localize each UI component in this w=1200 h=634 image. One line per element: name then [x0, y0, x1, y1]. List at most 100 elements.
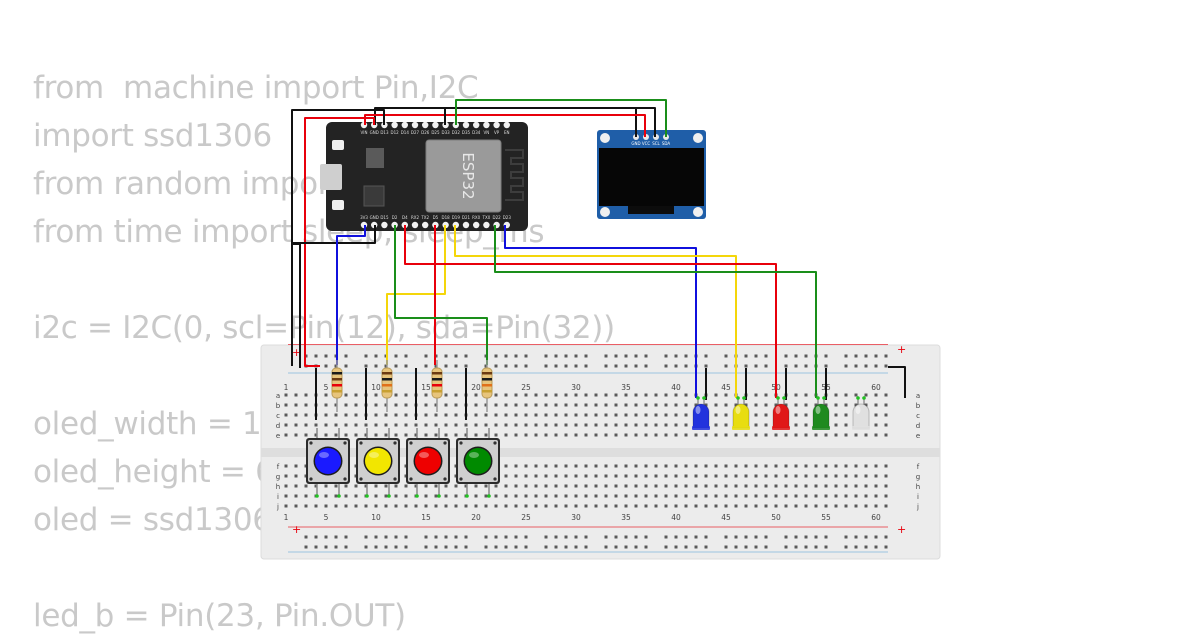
- breadboard-hole[interactable]: [654, 474, 658, 478]
- breadboard-hole[interactable]: [334, 504, 338, 508]
- breadboard-hole[interactable]: [564, 464, 568, 468]
- breadboard-hole[interactable]: [614, 413, 618, 417]
- rail-hole[interactable]: [784, 535, 788, 539]
- breadboard-hole[interactable]: [454, 403, 458, 407]
- breadboard-hole[interactable]: [574, 504, 578, 508]
- breadboard-hole[interactable]: [294, 393, 298, 397]
- breadboard-hole[interactable]: [424, 504, 428, 508]
- breadboard-hole[interactable]: [294, 474, 298, 478]
- breadboard-hole[interactable]: [344, 504, 348, 508]
- breadboard-hole[interactable]: [554, 413, 558, 417]
- rail-hole[interactable]: [364, 545, 368, 549]
- breadboard-hole[interactable]: [884, 494, 888, 498]
- breadboard-hole[interactable]: [614, 403, 618, 407]
- breadboard-hole[interactable]: [544, 403, 548, 407]
- breadboard-hole[interactable]: [414, 433, 418, 437]
- breadboard-hole[interactable]: [664, 464, 668, 468]
- breadboard-hole[interactable]: [394, 494, 398, 498]
- breadboard-hole[interactable]: [744, 494, 748, 498]
- breadboard-hole[interactable]: [514, 393, 518, 397]
- rail-hole[interactable]: [494, 354, 498, 358]
- breadboard-hole[interactable]: [354, 433, 358, 437]
- push-button[interactable]: [456, 428, 500, 498]
- rail-hole[interactable]: [644, 364, 648, 368]
- rail-hole[interactable]: [454, 354, 458, 358]
- breadboard-hole[interactable]: [604, 494, 608, 498]
- breadboard-hole[interactable]: [714, 393, 718, 397]
- breadboard-hole[interactable]: [854, 484, 858, 488]
- esp32-pin[interactable]: [411, 121, 419, 129]
- breadboard-hole[interactable]: [404, 504, 408, 508]
- breadboard-hole[interactable]: [884, 413, 888, 417]
- breadboard-hole[interactable]: [444, 494, 448, 498]
- breadboard-hole[interactable]: [424, 403, 428, 407]
- rail-hole[interactable]: [404, 545, 408, 549]
- rail-hole[interactable]: [374, 535, 378, 539]
- breadboard-hole[interactable]: [344, 433, 348, 437]
- breadboard-hole[interactable]: [474, 403, 478, 407]
- breadboard-hole[interactable]: [674, 423, 678, 427]
- breadboard-hole[interactable]: [584, 504, 588, 508]
- breadboard-hole[interactable]: [784, 504, 788, 508]
- breadboard-hole[interactable]: [674, 484, 678, 488]
- breadboard-hole[interactable]: [734, 504, 738, 508]
- breadboard-hole[interactable]: [664, 494, 668, 498]
- breadboard-hole[interactable]: [624, 494, 628, 498]
- breadboard-hole[interactable]: [284, 504, 288, 508]
- breadboard-hole[interactable]: [754, 504, 758, 508]
- rail-hole[interactable]: [614, 364, 618, 368]
- breadboard-hole[interactable]: [524, 413, 528, 417]
- rail-hole[interactable]: [744, 364, 748, 368]
- wire-gnd-rail[interactable]: [291, 109, 385, 368]
- breadboard-hole[interactable]: [484, 423, 488, 427]
- breadboard-hole[interactable]: [414, 423, 418, 427]
- rail-hole[interactable]: [724, 535, 728, 539]
- breadboard-hole[interactable]: [874, 474, 878, 478]
- breadboard-hole[interactable]: [484, 413, 488, 417]
- rail-hole[interactable]: [364, 364, 368, 368]
- breadboard-hole[interactable]: [384, 504, 388, 508]
- breadboard-hole[interactable]: [674, 433, 678, 437]
- breadboard-hole[interactable]: [724, 504, 728, 508]
- breadboard-hole[interactable]: [434, 484, 438, 488]
- rail-hole[interactable]: [394, 535, 398, 539]
- breadboard-hole[interactable]: [584, 484, 588, 488]
- rail-hole[interactable]: [454, 545, 458, 549]
- breadboard-hole[interactable]: [524, 423, 528, 427]
- rail-hole[interactable]: [424, 545, 428, 549]
- breadboard-hole[interactable]: [494, 393, 498, 397]
- breadboard-hole[interactable]: [824, 494, 828, 498]
- breadboard-hole[interactable]: [794, 393, 798, 397]
- breadboard-hole[interactable]: [644, 433, 648, 437]
- breadboard-hole[interactable]: [304, 423, 308, 427]
- breadboard-hole[interactable]: [764, 504, 768, 508]
- rail-hole[interactable]: [524, 545, 528, 549]
- breadboard-hole[interactable]: [714, 504, 718, 508]
- breadboard-hole[interactable]: [394, 504, 398, 508]
- breadboard-hole[interactable]: [844, 464, 848, 468]
- breadboard-hole[interactable]: [544, 504, 548, 508]
- breadboard-hole[interactable]: [494, 423, 498, 427]
- breadboard-hole[interactable]: [654, 433, 658, 437]
- rail-hole[interactable]: [874, 535, 878, 539]
- breadboard-hole[interactable]: [594, 413, 598, 417]
- breadboard-hole[interactable]: [374, 413, 378, 417]
- rail-hole[interactable]: [764, 354, 768, 358]
- breadboard-hole[interactable]: [754, 484, 758, 488]
- breadboard-hole[interactable]: [884, 403, 888, 407]
- breadboard-hole[interactable]: [764, 464, 768, 468]
- breadboard-hole[interactable]: [364, 433, 368, 437]
- breadboard-hole[interactable]: [534, 464, 538, 468]
- rail-hole[interactable]: [564, 545, 568, 549]
- rail-hole[interactable]: [794, 535, 798, 539]
- breadboard-hole[interactable]: [884, 474, 888, 478]
- breadboard-hole[interactable]: [654, 484, 658, 488]
- breadboard-hole[interactable]: [754, 423, 758, 427]
- rail-hole[interactable]: [604, 545, 608, 549]
- breadboard-hole[interactable]: [324, 413, 328, 417]
- breadboard-hole[interactable]: [784, 494, 788, 498]
- breadboard-hole[interactable]: [664, 484, 668, 488]
- breadboard-hole[interactable]: [324, 403, 328, 407]
- breadboard-hole[interactable]: [644, 474, 648, 478]
- breadboard-hole[interactable]: [794, 464, 798, 468]
